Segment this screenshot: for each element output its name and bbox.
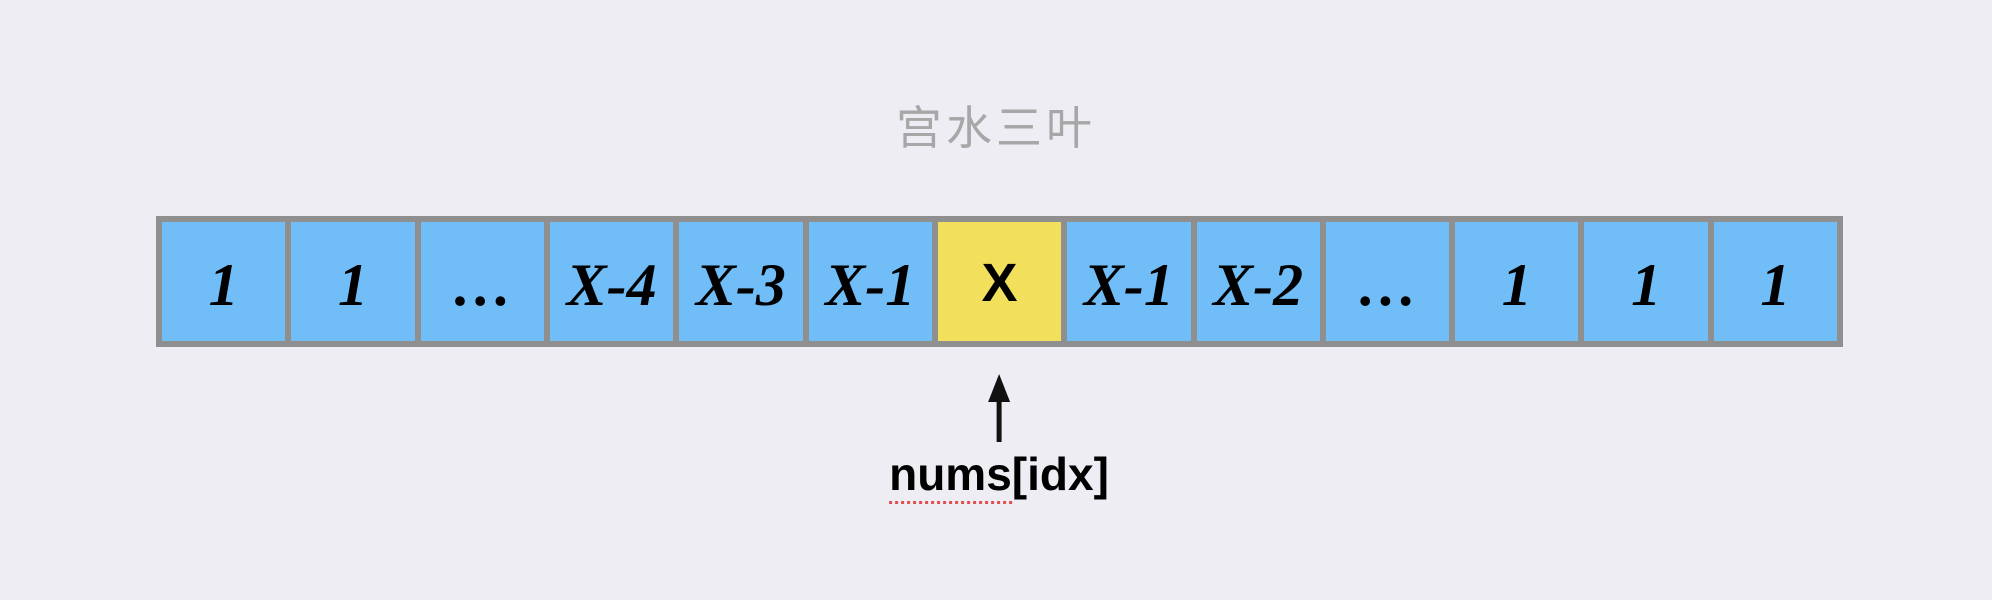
array-cell-value: 1 (337, 251, 368, 318)
array-row: 1 1 … X-4 X-3 X-1 X X-1 X-2 … 1 1 1 (156, 216, 1843, 347)
array-cell: X-3 (679, 222, 803, 341)
array-cell-value: X-1 (1083, 251, 1174, 318)
array-cell-value: X-3 (695, 251, 786, 318)
watermark-text: 宫水三叶 (896, 101, 1096, 155)
up-arrow-icon (987, 374, 1010, 442)
array-cell: 1 (291, 222, 415, 341)
pointer-label: nums[idx] (889, 448, 1109, 504)
array-cell-value: X-2 (1213, 251, 1304, 318)
array-cell: X-1 (808, 222, 932, 341)
array-cell-value: X-4 (566, 251, 657, 318)
array-cell-value: X-1 (825, 251, 916, 318)
array-cell: 1 (162, 222, 286, 341)
array-cell-value: … (452, 251, 513, 318)
array-cell-value: 1 (1760, 251, 1791, 318)
pointer-label-name: nums (889, 448, 1012, 504)
array-cell: X-1 (1067, 222, 1191, 341)
array-cell-highlight: X (937, 222, 1062, 341)
array-cell-value: … (1357, 251, 1418, 318)
array-cell: 1 (1584, 222, 1708, 341)
array-cell-value: 1 (208, 251, 239, 318)
array-cell: 1 (1713, 222, 1838, 341)
index-pointer: nums[idx] (889, 374, 1109, 504)
pointer-label-index: [idx] (1011, 448, 1109, 500)
array-cell-value: 1 (1631, 251, 1662, 318)
array-cell: X-4 (549, 222, 674, 341)
array-cell: … (420, 222, 544, 341)
array-cell-value: 1 (1501, 251, 1532, 318)
array-cell-value: X (981, 252, 1018, 313)
array-cell: X-2 (1196, 222, 1320, 341)
array-cell: … (1325, 222, 1450, 341)
array-cell: 1 (1455, 222, 1579, 341)
